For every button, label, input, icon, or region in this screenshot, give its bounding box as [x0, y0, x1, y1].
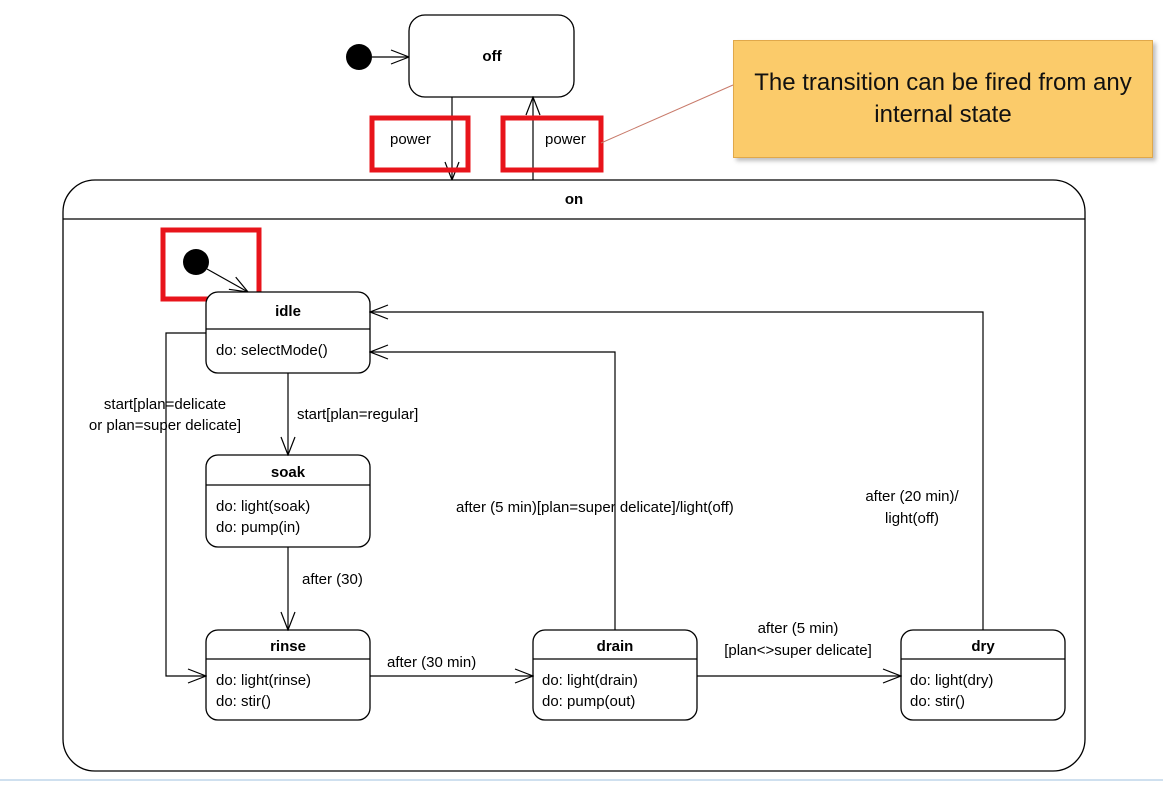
note-connector	[600, 84, 734, 144]
state-soak-activity-1: do: light(soak)	[216, 498, 310, 515]
state-off-name: off	[482, 48, 502, 65]
label-after-30: after (30)	[302, 571, 363, 588]
state-drain: drain do: light(drain) do: pump(out)	[532, 629, 698, 721]
initial-node-top	[346, 44, 372, 70]
label-after-5-super: after (5 min)[plan=super delicate]/light…	[456, 499, 734, 516]
state-rinse-name: rinse	[270, 638, 306, 655]
transition-start-delicate	[165, 332, 206, 676]
label-after-5-not-super-2: [plan<>super delicate]	[724, 642, 872, 659]
initial-node-inner	[183, 249, 209, 275]
state-soak: soak do: light(soak) do: pump(in)	[205, 454, 371, 548]
state-drain-name: drain	[597, 638, 634, 655]
initial-transition-inner	[206, 268, 248, 292]
label-after-20-1: after (20 min)/	[865, 488, 959, 505]
state-rinse-activity-2: do: stir()	[216, 693, 271, 710]
bottom-divider	[0, 779, 1163, 781]
state-drain-activity-1: do: light(drain)	[542, 672, 638, 689]
state-dry: dry do: light(dry) do: stir()	[900, 629, 1066, 721]
state-off: off	[408, 14, 575, 98]
state-rinse: rinse do: light(rinse) do: stir()	[205, 629, 371, 721]
state-soak-activity-2: do: pump(in)	[216, 519, 300, 536]
label-power-out: power	[545, 131, 586, 148]
state-dry-name: dry	[971, 638, 995, 655]
state-rinse-activity-1: do: light(rinse)	[216, 672, 311, 689]
highlight-power-out	[500, 115, 604, 173]
state-soak-name: soak	[271, 464, 306, 481]
label-start-delicate-2: or plan=super delicate]	[89, 417, 241, 434]
label-start-delicate-1: start[plan=delicate	[104, 396, 226, 413]
state-idle: idle do: selectMode()	[205, 291, 371, 374]
transition-after-20	[370, 312, 984, 630]
transition-after-5-super	[370, 352, 616, 630]
state-drain-activity-2: do: pump(out)	[542, 693, 635, 710]
state-idle-activity-1: do: selectMode()	[216, 342, 328, 359]
note-box: The transition can be fired from any int…	[733, 40, 1153, 158]
label-start-regular: start[plan=regular]	[297, 406, 418, 423]
note-text: The transition can be fired from any int…	[754, 69, 1132, 128]
highlight-power-in	[369, 115, 471, 173]
label-after-5-not-super-1: after (5 min)	[758, 620, 839, 637]
label-after-30-min: after (30 min)	[387, 654, 476, 671]
label-power-in: power	[390, 131, 431, 148]
state-idle-name: idle	[275, 303, 301, 320]
state-dry-activity-2: do: stir()	[910, 693, 965, 710]
state-on-name: on	[565, 191, 583, 208]
state-dry-activity-1: do: light(dry)	[910, 672, 993, 689]
label-after-20-2: light(off)	[885, 510, 939, 527]
